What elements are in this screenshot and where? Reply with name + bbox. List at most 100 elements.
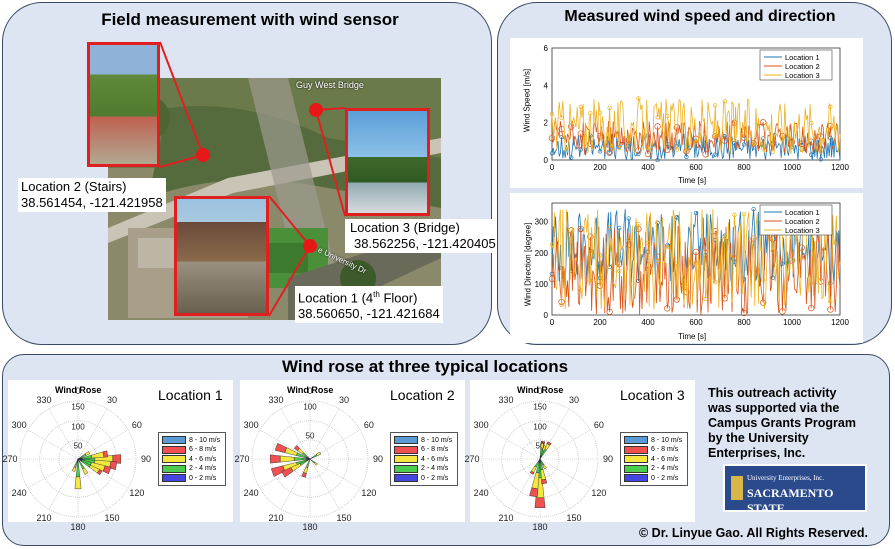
bridge-photo xyxy=(345,108,430,216)
series-marker-3 xyxy=(770,149,775,154)
series-marker-2 xyxy=(673,296,680,303)
wind-rose-legend-item: 8 - 10 m/s xyxy=(394,436,452,444)
series-marker-3 xyxy=(751,235,756,240)
series-marker-2 xyxy=(577,225,584,233)
series-marker-3 xyxy=(828,104,833,109)
wind-rose-legend-item: 4 - 6 m/s xyxy=(394,455,448,463)
rose-angle-label: 300 xyxy=(473,420,489,430)
location-3-marker xyxy=(309,103,323,117)
rose-spoke xyxy=(48,408,79,460)
rose-spoke xyxy=(309,458,340,510)
rose-ring xyxy=(19,400,137,518)
series-marker-2 xyxy=(827,123,834,130)
x-tick-label: 0 xyxy=(550,318,555,327)
location-2-coords: 38.561454, -121.421958 xyxy=(21,195,163,210)
legend-label: 0 - 2 m/s xyxy=(421,474,449,482)
series-marker-1 xyxy=(549,151,555,156)
series-marker-3 xyxy=(732,138,737,143)
rose-angle-label: 120 xyxy=(361,488,377,498)
legend-label: 4 - 6 m/s xyxy=(189,455,217,463)
legend-swatch xyxy=(162,445,186,454)
y-tick-label: 4 xyxy=(544,81,549,90)
rose-spoke xyxy=(27,429,79,460)
x-tick-label: 600 xyxy=(689,318,703,327)
series-marker-3 xyxy=(741,211,747,217)
rose-angle-label: 120 xyxy=(591,488,607,498)
rose-spoke xyxy=(510,408,541,460)
rose-ring-label: 50 xyxy=(73,441,83,451)
rose-angle-label: 330 xyxy=(498,395,514,406)
wind-direction-ylabel: Wind Direction [degree] xyxy=(523,222,533,307)
series-marker-2 xyxy=(673,124,680,131)
series-marker-3 xyxy=(693,260,699,265)
rose-spoke xyxy=(309,458,361,489)
series-marker-3 xyxy=(626,237,631,242)
series-marker-3 xyxy=(597,110,603,115)
rose-ring xyxy=(520,439,560,479)
rose-petal xyxy=(313,462,318,466)
legend-label: 0 - 2 m/s xyxy=(189,474,217,482)
x-tick-label: 600 xyxy=(689,163,703,172)
x-tick-label: 200 xyxy=(593,318,607,327)
rose-petal xyxy=(102,450,109,458)
rose-angle-label: 180 xyxy=(302,522,318,532)
series-marker-2 xyxy=(750,140,757,147)
series-marker-2 xyxy=(788,138,796,145)
series-marker-2 xyxy=(664,305,671,312)
legend-label: 6 - 8 m/s xyxy=(189,446,217,453)
wind-rose-legend-item: 6 - 8 m/s xyxy=(162,445,217,454)
legend-label: 8 - 10 m/s xyxy=(189,436,221,444)
outreach-text: This outreach activity was supported via… xyxy=(708,386,856,460)
rose-petal xyxy=(529,470,535,475)
rose-spoke xyxy=(77,429,129,460)
x-tick-label: 200 xyxy=(593,163,607,172)
rose-angle-label: 180 xyxy=(70,522,86,532)
legend-label: Location 2 xyxy=(785,217,820,226)
rose-angle-label: 270 xyxy=(234,454,250,464)
wind-rose-title-label: Wind Rose xyxy=(287,385,334,395)
location-1-coords: 38.560650, -121.421684 xyxy=(298,306,440,322)
legend-swatch xyxy=(162,455,186,463)
rose-angle-label: 0 xyxy=(75,386,81,396)
series-marker-1 xyxy=(578,147,583,152)
series-marker-3 xyxy=(703,296,708,301)
wind-rose-legend-item: 2 - 4 m/s xyxy=(624,464,678,473)
x-tick-label: 400 xyxy=(641,163,655,172)
rose-spoke xyxy=(77,458,129,489)
rose-spoke xyxy=(48,458,79,510)
series-marker-3 xyxy=(569,238,574,243)
legend-swatch xyxy=(162,474,186,482)
rose-ring xyxy=(481,400,599,518)
rose-petal xyxy=(542,464,547,470)
rose-petal xyxy=(540,469,547,481)
wind-rose-legend-item: 0 - 2 m/s xyxy=(624,474,678,482)
legend-swatch xyxy=(394,464,418,473)
location-pointers xyxy=(159,41,346,317)
rose-ring-label: 100 xyxy=(303,402,317,412)
rose-angle-label: 120 xyxy=(129,488,145,498)
legend-swatch xyxy=(394,474,418,482)
rose-petal xyxy=(541,478,548,485)
wind-rose-location-label: Location 2 xyxy=(390,387,455,403)
series-marker-3 xyxy=(789,257,795,262)
rose-ring-label: 150 xyxy=(533,402,547,412)
rose-angle-label: 90 xyxy=(602,454,614,464)
wind-rose-legend-item: 2 - 4 m/s xyxy=(394,464,448,473)
location-1-label: Location 1 (4th Floor) 38.560650, -121.4… xyxy=(295,286,443,324)
y-tick-label: 2 xyxy=(544,119,549,128)
rose-petal xyxy=(540,440,546,444)
series-marker-3 xyxy=(828,299,833,304)
rose-petal xyxy=(546,441,552,446)
series-marker-2 xyxy=(760,299,767,306)
wind-rose-legend-item: 8 - 10 m/s xyxy=(624,436,682,444)
rose-petal xyxy=(102,465,112,475)
series-marker-1 xyxy=(559,265,564,270)
series-marker-3 xyxy=(809,281,814,286)
series-marker-3 xyxy=(578,288,583,293)
wind-rose-location-label: Location 1 xyxy=(158,387,223,403)
wind-rose-legend-item: 0 - 2 m/s xyxy=(394,474,448,482)
rose-angle-label: 240 xyxy=(243,488,259,498)
